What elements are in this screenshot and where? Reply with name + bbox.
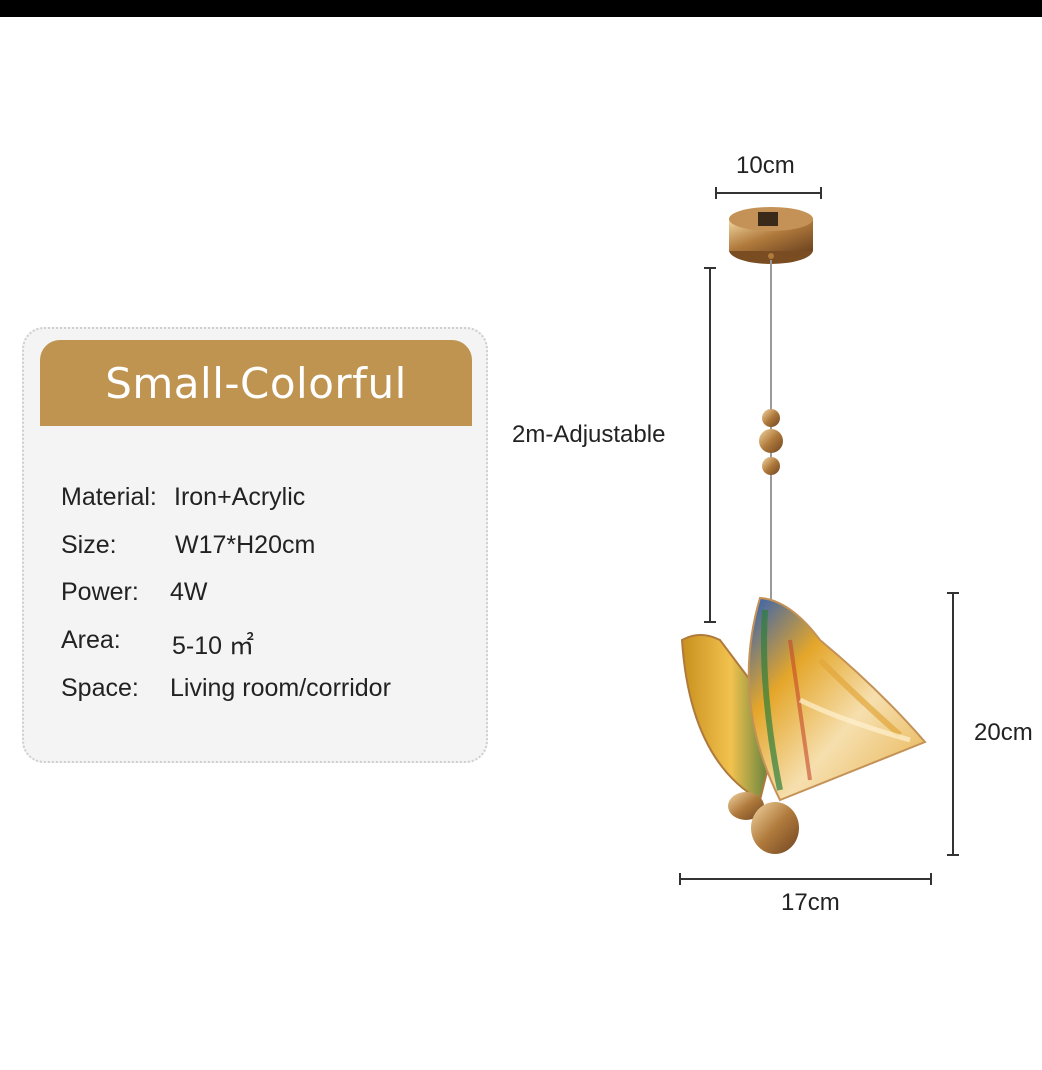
height-label: 20cm: [974, 719, 1033, 746]
spec-value: Iron+Acrylic: [174, 483, 306, 511]
spec-row-size: Size: W17*H20cm: [61, 531, 315, 560]
spec-label: Power:: [61, 578, 139, 606]
spec-title: Small-Colorful: [105, 358, 407, 408]
spec-label: Size:: [61, 531, 117, 559]
width-label: 17cm: [781, 889, 840, 916]
cable-beads: [759, 409, 783, 475]
spec-value: Living room/corridor: [170, 674, 391, 702]
spec-value: W17*H20cm: [175, 531, 316, 559]
spec-value: 5-10 ㎡: [172, 632, 254, 660]
cable-length-label: 2m-Adjustable: [512, 421, 666, 448]
top-bar: [0, 0, 1042, 17]
spec-label: Material:: [61, 483, 157, 511]
spec-label: Space:: [61, 674, 139, 702]
spec-row-area: Area: 5-10 ㎡: [61, 626, 254, 660]
width-dimension-line: [679, 873, 932, 885]
butterfly-shade: [680, 596, 927, 854]
base-width-dimension-line: [715, 187, 822, 199]
cable-length-dimension-line: [704, 267, 716, 623]
spec-row-power: Power: 4W: [61, 578, 208, 607]
ceiling-canopy: [729, 207, 813, 264]
spec-header: Small-Colorful: [40, 340, 472, 426]
spec-row-space: Space: Living room/corridor: [61, 674, 391, 703]
spec-label: Area:: [61, 626, 121, 654]
height-dimension-line: [947, 592, 959, 856]
base-width-label: 10cm: [736, 152, 795, 179]
spec-value: 4W: [170, 578, 208, 606]
spec-row-material: Material: Iron+Acrylic: [61, 483, 305, 512]
